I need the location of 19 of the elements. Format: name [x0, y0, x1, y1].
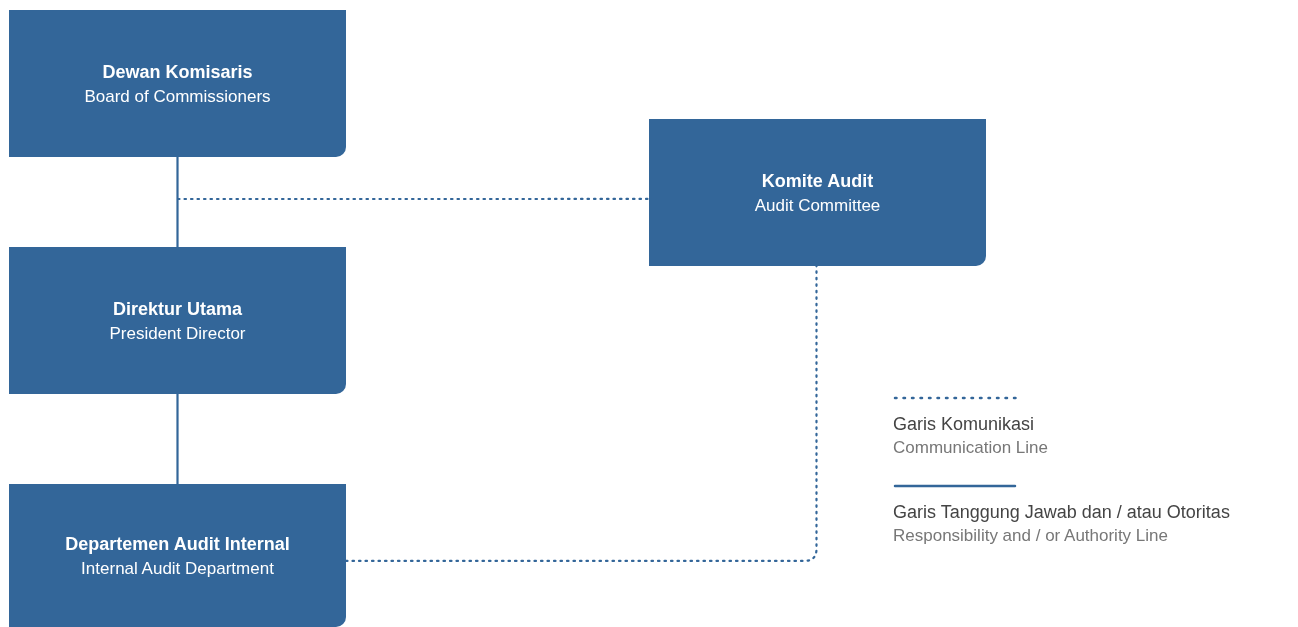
legend-text: Garis Komunikasi — [893, 413, 1036, 436]
org-box — [9, 247, 346, 394]
box-subtitle: Board of Commissioners — [84, 85, 271, 108]
legend-text: Garis Tanggung Jawab dan / atau Otoritas — [893, 501, 1231, 524]
box-subtitle: Audit Committee — [754, 194, 881, 217]
box-title: Komite Audit — [761, 169, 874, 193]
dotted-line — [176, 197, 651, 201]
box-subtitle: President Director — [109, 322, 246, 345]
box-title: Direktur Utama — [112, 297, 242, 321]
connector-line — [176, 394, 179, 484]
org-box — [9, 484, 346, 627]
box-title: Departemen Audit Internal — [65, 532, 290, 556]
box-subtitle: Internal Audit Department — [81, 557, 274, 580]
org-box — [9, 10, 346, 157]
legend-subtext: Communication Line — [893, 437, 1049, 459]
connector-line — [176, 157, 179, 247]
org-box — [649, 119, 986, 266]
box-title: Dewan Komisaris — [102, 60, 253, 84]
legend-subtext: Responsibility and / or Authority Line — [893, 525, 1169, 547]
